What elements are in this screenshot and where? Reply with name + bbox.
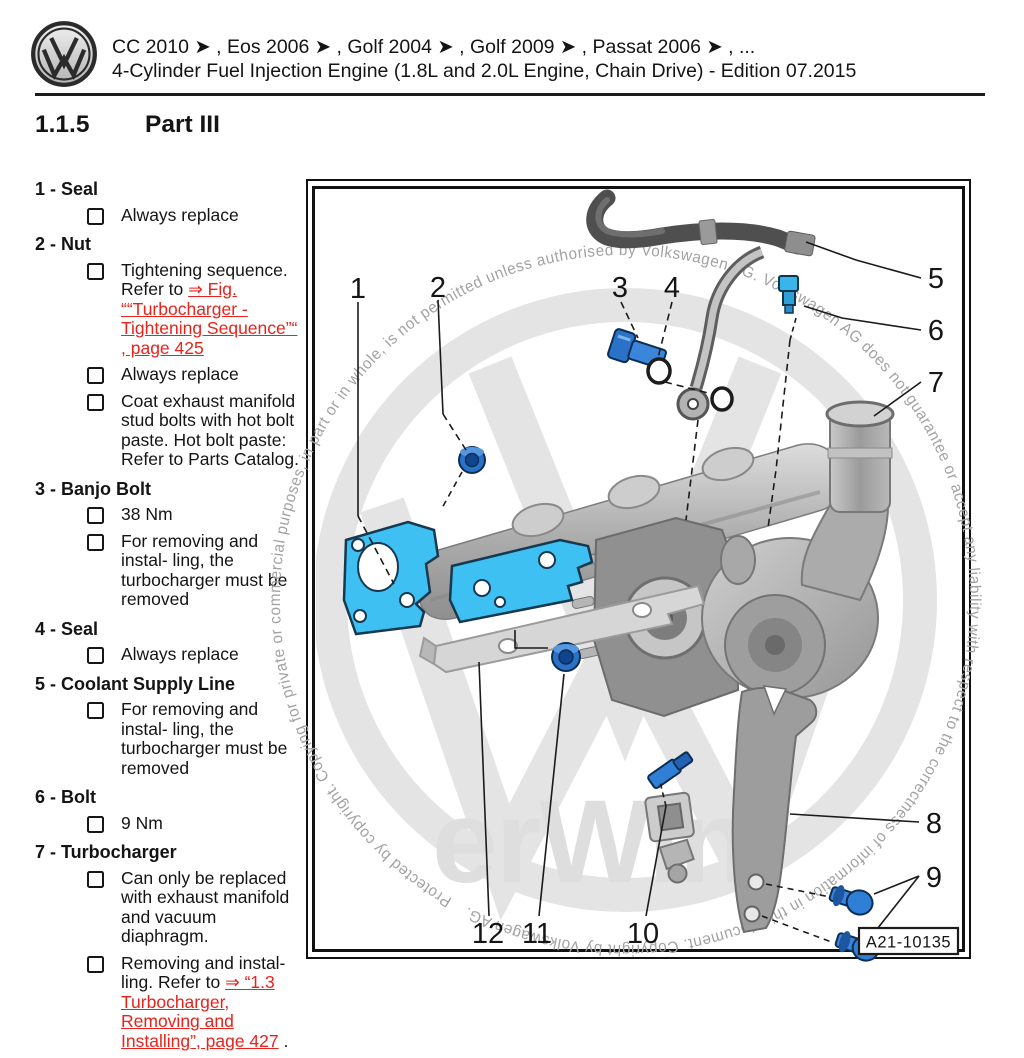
- checkbox-icon: [87, 207, 104, 225]
- checkbox-icon: [87, 647, 104, 664]
- sensor-part-10: [644, 791, 695, 884]
- figure-id-box: A21-10135: [857, 926, 960, 956]
- seal-oring-b: [710, 386, 734, 412]
- checkbox-icon: [87, 533, 104, 551]
- list-item: Always replace: [87, 204, 303, 226]
- leader-lines: [357, 241, 922, 944]
- callout-label-2: 2: [430, 272, 446, 304]
- callout-labels: 1 2 3 4 5 6 7 8 9 10 11 12: [350, 263, 944, 950]
- callout-label-5: 5: [928, 263, 944, 295]
- list-item: For removing and instal- ling, the turbo…: [87, 530, 303, 610]
- bullet-text: 9 Nm: [121, 812, 163, 833]
- list-item: Can only be replaced with exhaust manifo…: [87, 867, 303, 947]
- checkbox-icon: [87, 870, 104, 888]
- callout-label-8: 8: [926, 808, 942, 840]
- callout-label-4: 4: [664, 272, 680, 304]
- list-item: Always replace: [87, 364, 303, 385]
- part-item-label: 6 - Bolt: [35, 787, 96, 807]
- header-models-line: CC 2010 ➤ , Eos 2006 ➤ , Golf 2004 ➤ , G…: [112, 36, 756, 58]
- bullet-text: Always replace: [121, 364, 239, 384]
- callout-label-3: 3: [612, 272, 628, 304]
- callout-label-7: 7: [928, 367, 944, 399]
- erwin-watermark: erWin: [432, 776, 749, 908]
- callout-label-9: 9: [926, 862, 942, 894]
- list-item: Coat exhaust manifold stud bolts with ho…: [87, 390, 303, 470]
- list-item: 38 Nm: [87, 504, 303, 525]
- coolant-supply-line: [586, 189, 816, 421]
- seal-oring-a: [646, 357, 672, 385]
- callout-label-11: 11: [522, 918, 552, 950]
- checkbox-icon: [87, 955, 104, 973]
- part-item-label: 7 - Turbocharger: [35, 842, 177, 862]
- bullet-text: Always replace: [121, 204, 239, 225]
- part-item-label: 4 - Seal: [35, 618, 99, 639]
- checkbox-icon: [87, 262, 104, 280]
- ref-link-tightening-sequence[interactable]: ⇒ Fig. ““Turbocharger - Tightening Seque…: [121, 279, 298, 358]
- checkbox-icon: [87, 507, 104, 524]
- callout-label-10: 10: [627, 918, 659, 950]
- support-bracket: [731, 685, 818, 934]
- part-item-label: 3 - Banjo Bolt: [35, 478, 151, 499]
- section-title: Part III: [145, 111, 220, 138]
- bullet-text: For removing and instal- ling, the turbo…: [121, 530, 288, 609]
- gasket-highlight-left: [342, 520, 440, 636]
- nut-11: [551, 642, 581, 672]
- bolt-9a: [828, 885, 874, 916]
- section-number: 1.1.5: [35, 111, 90, 138]
- figure-id: A21-10135: [866, 934, 951, 952]
- bolt-10: [647, 751, 694, 790]
- figure-panel: erWin Protected by copyright. Copying fo…: [258, 164, 1022, 980]
- vw-logo-icon: [30, 20, 98, 88]
- part-item-label: 2 - Nut: [35, 234, 91, 254]
- checkbox-icon: [87, 367, 104, 384]
- list-item: For removing and instal- ling, the turbo…: [87, 699, 303, 778]
- header-subtitle-line: 4-Cylinder Fuel Injection Engine (1.8L a…: [112, 60, 857, 82]
- callout-label-1: 1: [350, 273, 366, 305]
- heat-shield-strip: [418, 584, 706, 674]
- bullet-text: 38 Nm: [121, 504, 173, 524]
- list-item: Always replace: [87, 644, 303, 665]
- callout-label-12: 12: [472, 918, 504, 950]
- part-item-label: 5 - Coolant Supply Line: [35, 673, 236, 694]
- header-rule: [35, 93, 985, 96]
- part-item-label: 1 - Seal: [35, 179, 99, 199]
- section-heading: 1.1.5 Part III: [35, 111, 220, 139]
- checkbox-icon: [87, 393, 104, 411]
- bullet-text: Always replace: [121, 644, 239, 664]
- callout-label-6: 6: [928, 315, 944, 347]
- bullet-text: Tightening sequence. Refer to ⇒ Fig. ““T…: [121, 259, 298, 358]
- list-item: Tightening sequence. Refer to ⇒ Fig. ““T…: [87, 259, 303, 359]
- checkbox-icon: [87, 702, 104, 719]
- checkbox-icon: [87, 815, 104, 833]
- bullet-text: Can only be replaced with exhaust manifo…: [121, 867, 290, 946]
- bullet-text: For removing and instal- ling, the turbo…: [121, 699, 288, 778]
- bullet-text: Coat exhaust manifold stud bolts with ho…: [121, 390, 299, 469]
- list-item: 9 Nm: [87, 812, 303, 834]
- gasket-highlight-mid: [448, 538, 594, 624]
- nut-2: [458, 446, 486, 474]
- bolt-6: [778, 275, 799, 314]
